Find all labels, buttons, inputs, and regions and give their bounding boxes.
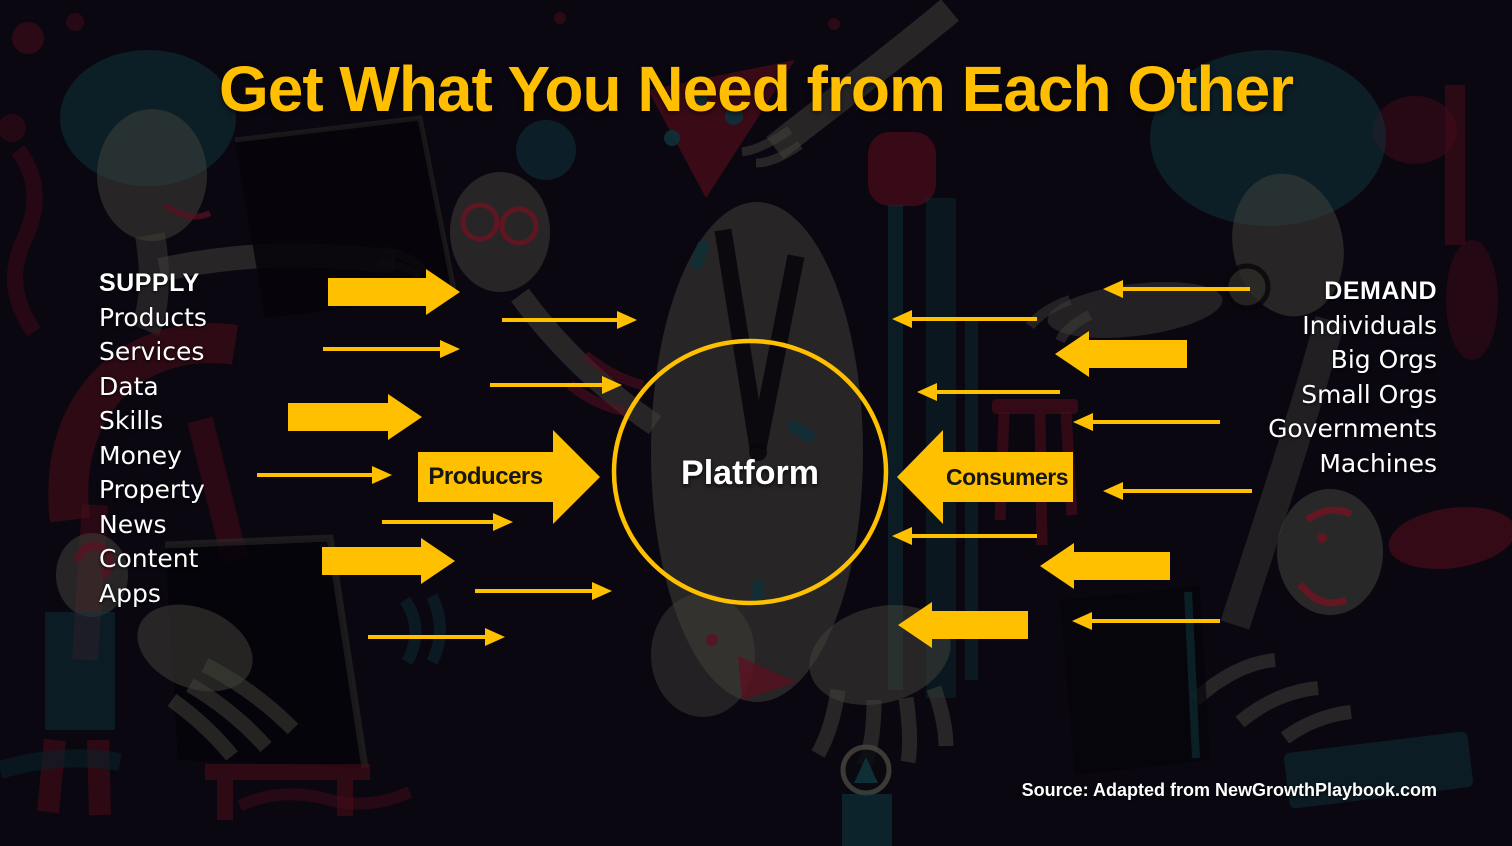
demand-item: Individuals: [1302, 310, 1437, 340]
supply-thick-arrow-1: [328, 269, 460, 315]
supply-thick-arrow-3: [322, 538, 455, 584]
demand-list: DEMAND Individuals Big Orgs Small Orgs G…: [1268, 274, 1437, 481]
demand-item: Big Orgs: [1330, 345, 1437, 374]
supply-list: SUPPLY Products Services Data Skills Mon…: [99, 266, 207, 611]
platform-circle: [611, 338, 889, 606]
demand-thick-arrow-2: [1040, 543, 1170, 589]
demand-header: DEMAND: [1324, 277, 1437, 305]
demand-thick-arrow-3: [898, 602, 1028, 648]
slide-title: Get What You Need from Each Other: [218, 53, 1294, 125]
supply-thick-arrow-2: [288, 394, 422, 440]
supply-item: Content: [99, 544, 199, 573]
demand-thick-arrow-1: [1055, 331, 1187, 377]
supply-item: Services: [99, 337, 205, 366]
supply-item: Apps: [99, 578, 161, 608]
supply-item: Products: [99, 302, 207, 332]
demand-item: Machines: [1319, 448, 1437, 478]
supply-thick-arrows: [288, 269, 460, 584]
supply-thin-arrows: [257, 311, 637, 646]
producers-arrow: [418, 430, 600, 524]
producers-arrow-label: Producers: [428, 463, 543, 490]
supply-item: News: [99, 509, 167, 539]
demand-item: Governments: [1268, 414, 1437, 443]
platform-label: Platform: [681, 453, 819, 492]
demand-thick-arrows: [898, 331, 1187, 648]
demand-item: Small Orgs: [1301, 379, 1437, 409]
supply-header: SUPPLY: [99, 269, 200, 297]
supply-item: Money: [99, 440, 182, 470]
supply-item: Skills: [99, 406, 164, 435]
consumers-arrow-label: Consumers: [945, 463, 1069, 490]
source-attribution: Source: Adapted from NewGrowthPlaybook.c…: [1021, 780, 1437, 800]
demand-thin-arrows: [892, 280, 1252, 630]
supply-item: Data: [99, 371, 159, 401]
supply-item: Property: [99, 475, 205, 504]
consumers-arrow: [897, 430, 1073, 524]
